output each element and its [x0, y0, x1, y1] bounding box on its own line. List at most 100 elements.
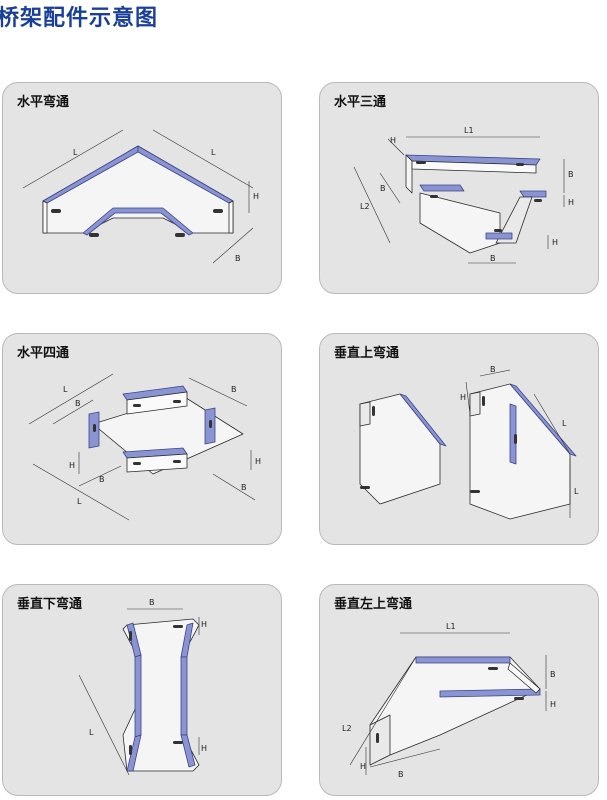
- horizontal-elbow-diagram: L L H B: [22, 129, 259, 264]
- slot: [51, 209, 61, 213]
- slot: [173, 400, 181, 403]
- tray-right-end: [469, 391, 481, 417]
- dim-line: [212, 473, 256, 501]
- dim-line: [369, 748, 441, 768]
- slot: [129, 631, 132, 641]
- tray-left-end: [369, 714, 391, 766]
- slot: [516, 163, 524, 166]
- dim-label: B: [99, 475, 105, 484]
- tray-rail: [134, 654, 142, 738]
- tray-branch-rail: [419, 184, 465, 192]
- slot: [494, 229, 502, 232]
- slot: [129, 745, 132, 755]
- tray-bottom-rail: [439, 688, 541, 698]
- slot: [213, 209, 223, 213]
- slot: [534, 199, 542, 202]
- tray-left-end: [359, 401, 371, 427]
- slot: [488, 667, 498, 670]
- dim-label: L1: [446, 622, 456, 631]
- dim-label: L: [63, 385, 68, 394]
- tray-left-end: [42, 200, 48, 234]
- dim-label: B: [241, 483, 247, 492]
- dim-label: L1: [464, 126, 474, 135]
- dim-line: [188, 377, 248, 407]
- dim-line: [533, 393, 571, 455]
- vertical-left-up-elbow-diagram: L1 B H L2 H B: [342, 622, 556, 779]
- slot: [376, 733, 379, 743]
- dim-label: B: [550, 670, 556, 679]
- tray-main-end: [405, 154, 413, 194]
- tray-right-rail: [509, 383, 577, 457]
- dim-label: H: [552, 238, 558, 247]
- dim-label: B: [568, 170, 574, 179]
- tray-right-end: [228, 200, 234, 234]
- horizontal-tee-diagram: L1 H B L2 B H H B: [353, 126, 574, 264]
- tray-front-rail: [485, 232, 513, 240]
- dim-label: B: [75, 399, 81, 408]
- panel-vertical-left-up-elbow: 垂直左上弯通 L1 B H L2 H B: [319, 584, 599, 796]
- dim-label: B: [490, 254, 496, 263]
- dim-label: L2: [360, 202, 370, 211]
- tray-left-rail: [399, 393, 447, 447]
- panel-label: 水平弯通: [17, 95, 70, 110]
- dim-label: H: [69, 461, 75, 470]
- dim-label: L: [73, 148, 78, 157]
- tray-right-side: [495, 196, 533, 244]
- page-title: 桥架配件示意图: [0, 5, 159, 31]
- dim-label: H: [568, 198, 574, 207]
- dim-label: H: [201, 620, 207, 629]
- panel-horizontal-cross: 水平四通 L B B H B L B H: [2, 333, 282, 545]
- dim-line: [78, 674, 130, 776]
- dim-label: B: [235, 254, 241, 263]
- dim-label: H: [201, 744, 207, 753]
- tray-rail: [126, 734, 142, 772]
- dim-line: [32, 463, 130, 521]
- panel-vertical-down-elbow: 垂直下弯通 B H L H: [2, 584, 282, 796]
- dim-line: [22, 129, 124, 189]
- tray-right-end: [507, 662, 541, 694]
- dim-line: [465, 381, 471, 415]
- slot: [93, 424, 96, 432]
- tray-top-rail: [415, 656, 511, 664]
- dim-label: L: [574, 487, 579, 496]
- slot: [133, 404, 141, 407]
- dim-label: L: [89, 728, 94, 737]
- dim-line: [212, 227, 254, 264]
- slot: [209, 420, 212, 428]
- dim-line: [52, 399, 94, 425]
- tray-right-rail: [519, 190, 547, 198]
- dim-label: B: [380, 184, 386, 193]
- slot: [173, 741, 183, 744]
- dim-line: [387, 138, 405, 156]
- dim-label: H: [460, 393, 466, 402]
- tray-rail: [180, 656, 188, 736]
- dim-label: B: [231, 385, 237, 394]
- dim-label: B: [490, 365, 496, 374]
- slot: [416, 161, 426, 164]
- dim-label: L2: [342, 724, 352, 733]
- slot: [514, 434, 517, 444]
- dim-label: H: [390, 136, 396, 145]
- dim-line: [379, 172, 401, 204]
- panel-label: 水平四通: [17, 346, 70, 361]
- tray-bottom: [419, 192, 501, 254]
- slot: [514, 697, 524, 700]
- dim-line: [353, 166, 391, 244]
- tray-front-side: [126, 453, 188, 473]
- panel-vertical-up-elbow: 垂直上弯通 B H L L: [319, 333, 599, 545]
- dim-label: H: [253, 192, 259, 201]
- slot: [173, 625, 183, 628]
- dim-label: H: [255, 457, 261, 466]
- panel-horizontal-elbow: 水平弯通 L L H B: [2, 82, 282, 294]
- dim-label: H: [550, 700, 556, 709]
- slot: [470, 490, 480, 493]
- dim-line: [152, 129, 254, 189]
- dim-label: L: [77, 497, 82, 506]
- dim-label: B: [149, 598, 155, 607]
- tray-inner-rail: [82, 207, 194, 236]
- slot: [173, 460, 181, 463]
- slot: [360, 486, 370, 489]
- slot: [372, 406, 375, 416]
- dim-line: [28, 373, 114, 425]
- dim-label: B: [398, 770, 404, 779]
